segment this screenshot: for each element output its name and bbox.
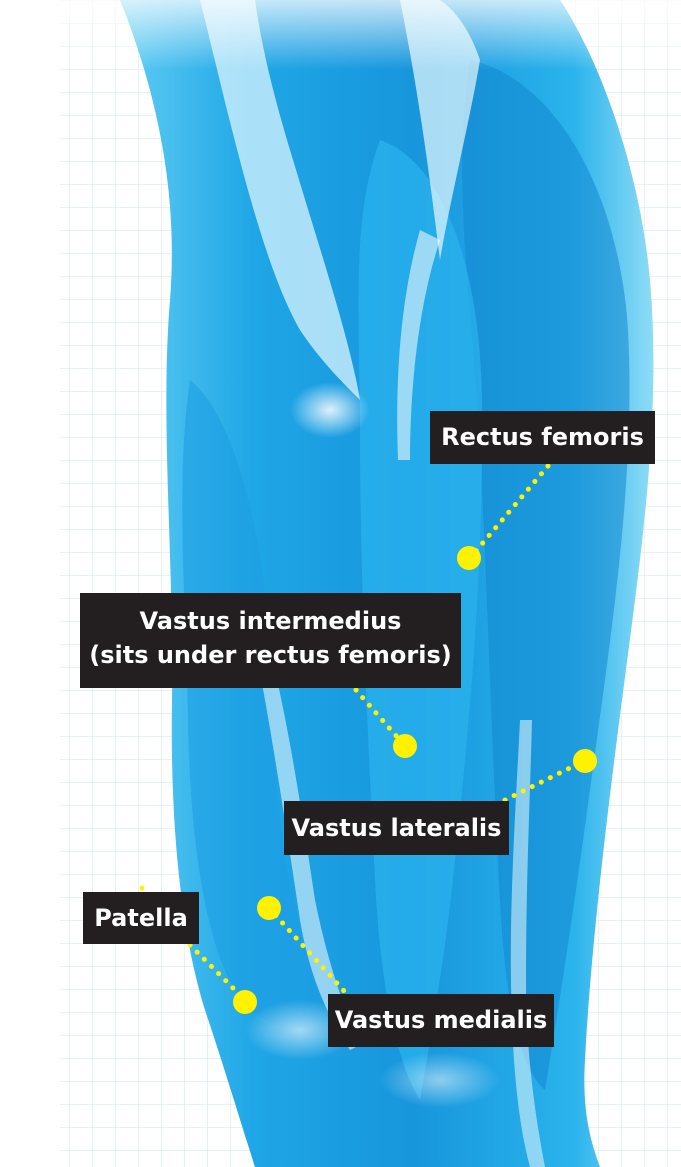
label-rectus-femoris-text: Rectus femoris xyxy=(441,423,644,451)
label-vastus-medialis: Vastus medialis xyxy=(328,994,554,1047)
dot-vastus-intermedius xyxy=(393,734,417,758)
tendon-highlight xyxy=(200,0,360,400)
label-vastus-lateralis: Vastus lateralis xyxy=(284,801,509,855)
leader-vastus-medialis xyxy=(266,905,348,995)
label-vastus-lateralis-text: Vastus lateralis xyxy=(291,814,502,842)
label-vastus-medialis-text: Vastus medialis xyxy=(334,1006,548,1034)
label-patella-text: Patella xyxy=(94,904,188,932)
top-fade xyxy=(60,0,681,70)
dot-vastus-lateralis xyxy=(573,749,597,773)
dot-vastus-medialis xyxy=(257,896,281,920)
dot-rectus-femoris xyxy=(457,546,481,570)
dot-patella xyxy=(233,990,257,1014)
leader-patella xyxy=(139,885,249,1004)
leader-rectus-femoris xyxy=(467,463,551,561)
knee-highlight xyxy=(245,1000,355,1060)
leader-vastus-intermedius xyxy=(353,687,408,749)
label-rectus-femoris: Rectus femoris xyxy=(430,411,655,464)
label-vastus-intermedius-line1: Vastus intermedius xyxy=(139,607,402,635)
vastus-medialis-shape xyxy=(182,380,330,1028)
leader-lines xyxy=(139,463,587,1004)
label-vastus-intermedius: Vastus intermedius (sits under rectus fe… xyxy=(80,593,461,688)
knee-highlight xyxy=(380,1052,500,1108)
label-vastus-intermedius-line2: (sits under rectus femoris) xyxy=(89,641,452,669)
marker-dots xyxy=(233,546,597,1014)
tendon-highlight xyxy=(397,230,440,460)
tendon-highlight xyxy=(510,720,545,1167)
label-patella: Patella xyxy=(83,892,199,944)
knot-highlight xyxy=(290,382,370,438)
